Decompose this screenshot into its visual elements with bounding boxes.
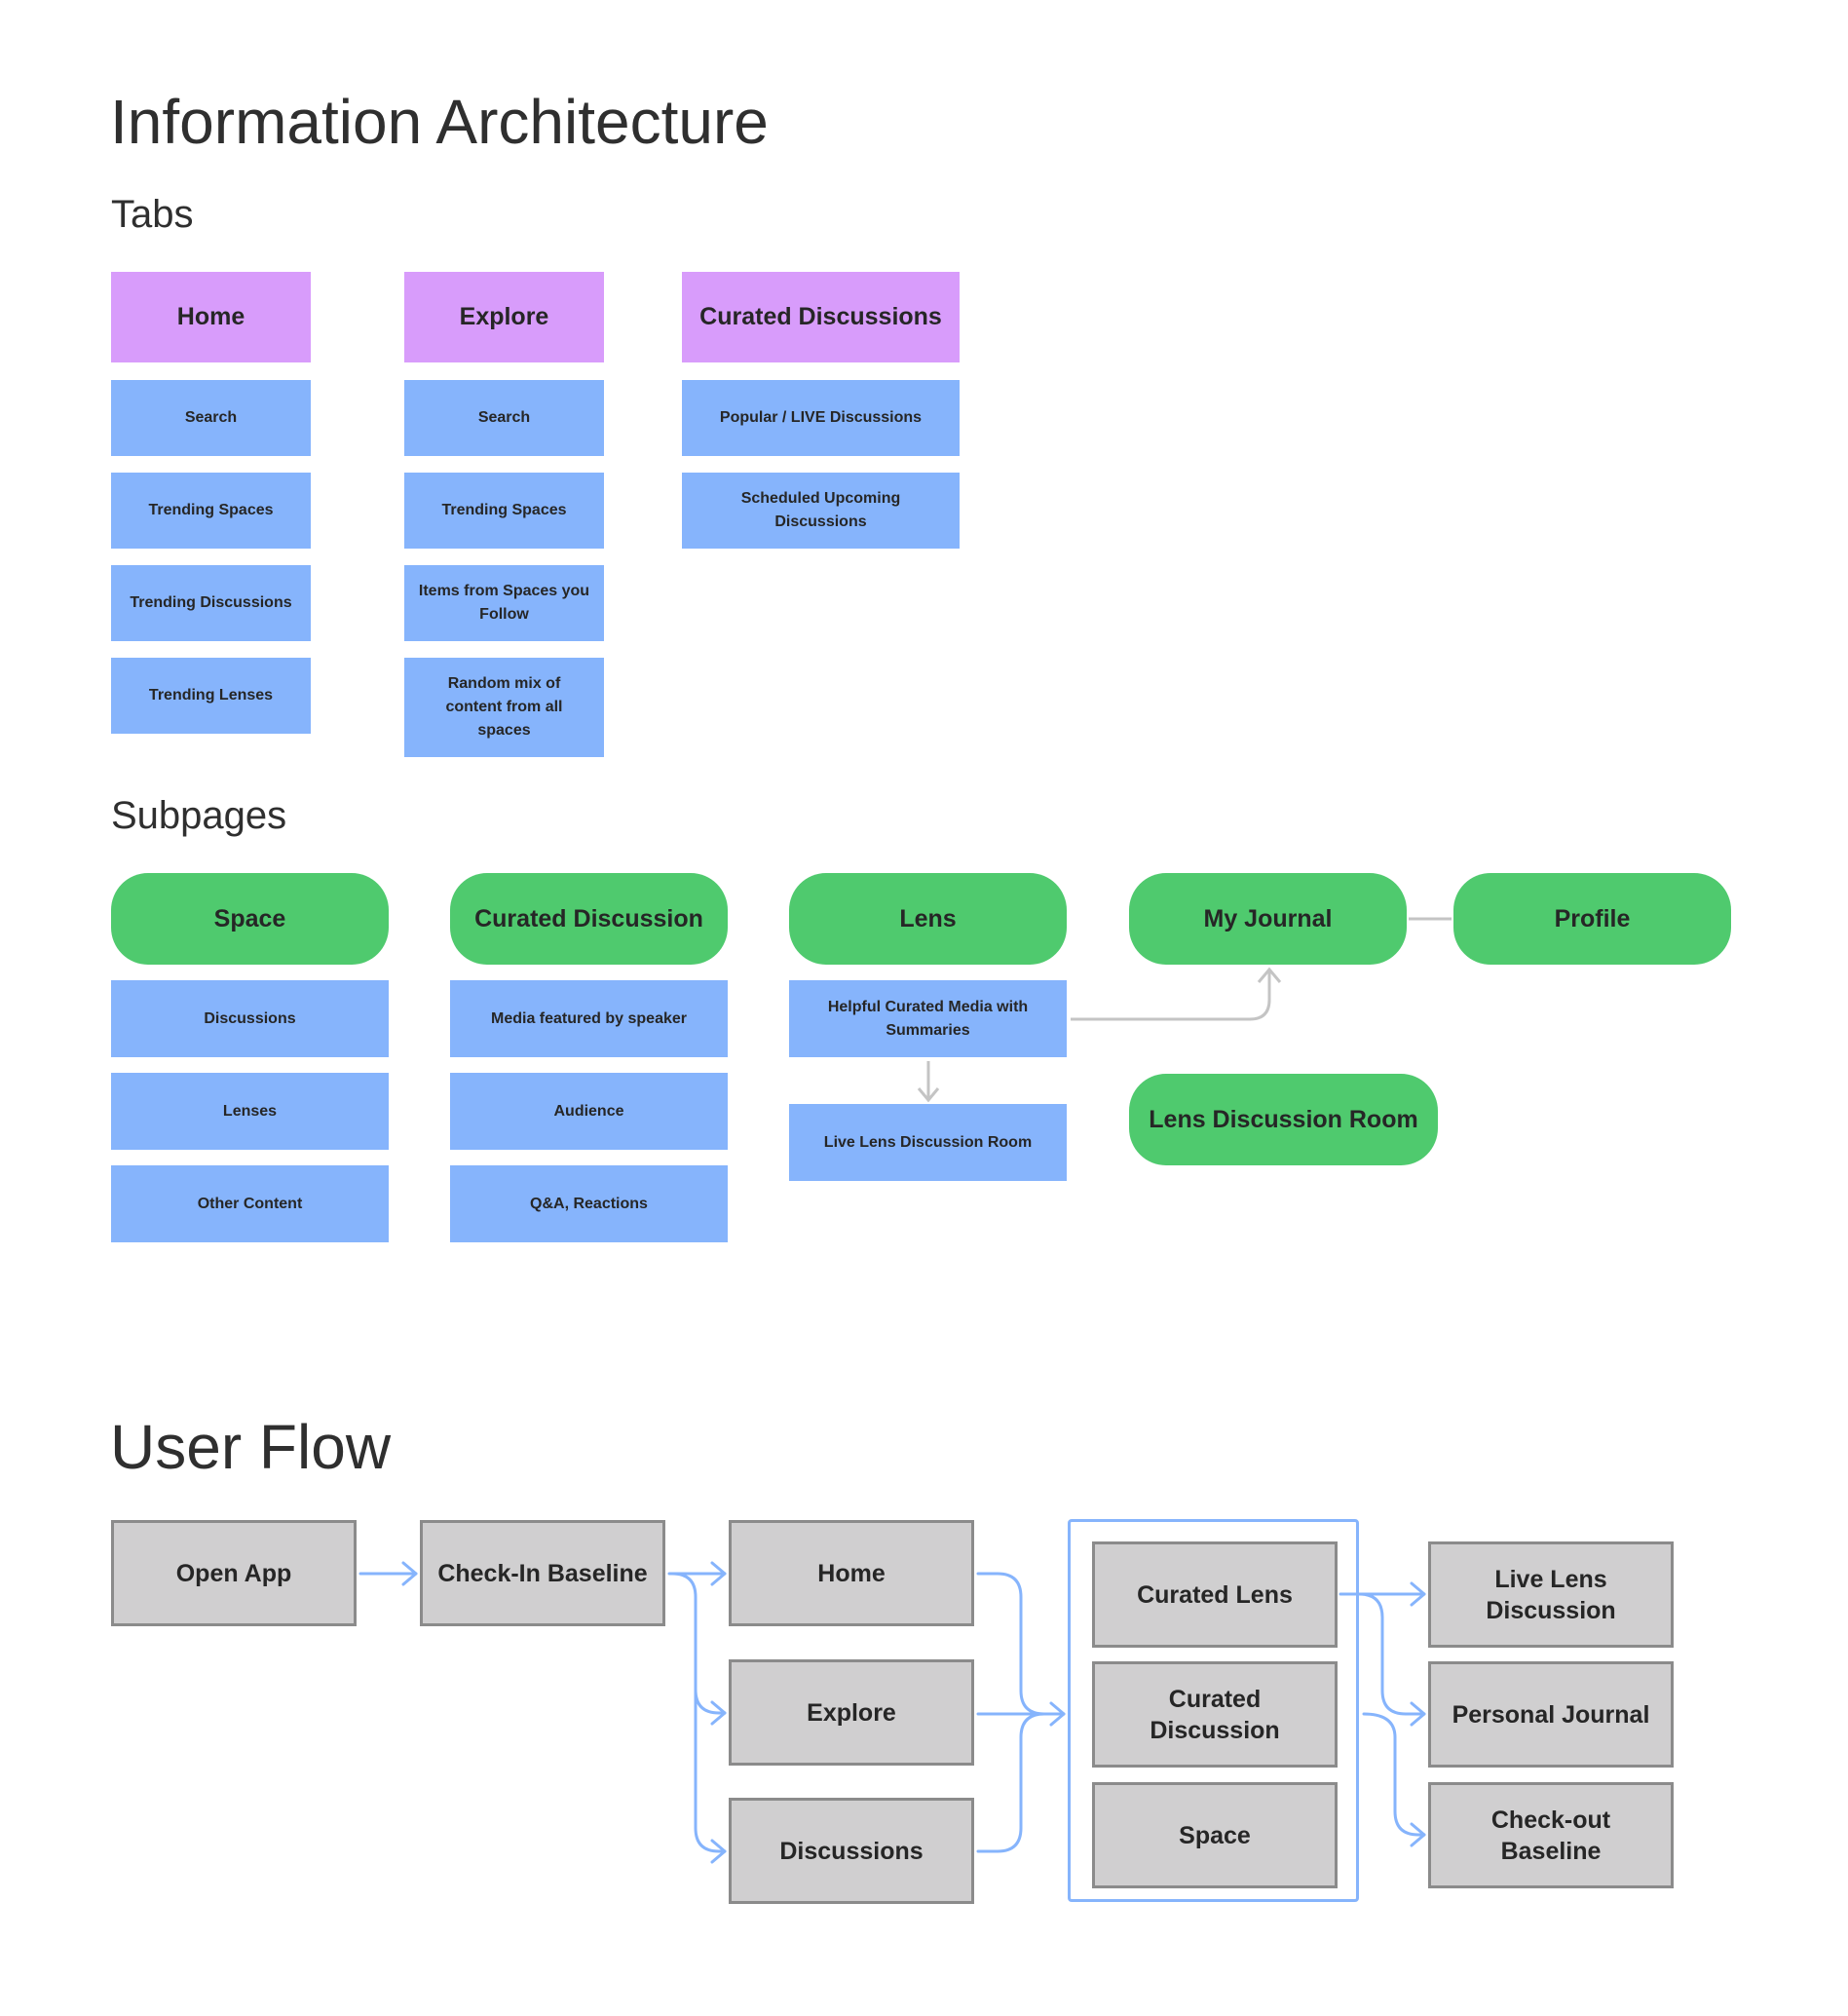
arrow-checkin-to-explore — [670, 1572, 727, 1715]
tabs-heading: Tabs — [111, 193, 194, 236]
arrow-discussions-to-group — [976, 1712, 1046, 1853]
tab-explore: Explore — [404, 272, 604, 362]
curated-discussion-item-qa: Q&A, Reactions — [450, 1165, 728, 1242]
tab-curated-discussions: Curated Discussions — [682, 272, 960, 362]
home-item-trending-spaces: Trending Spaces — [111, 473, 311, 549]
curated-discussion-item-media: Media featured by speaker — [450, 980, 728, 1057]
arrow-home-to-group — [976, 1572, 1066, 1716]
subpage-profile: Profile — [1453, 873, 1731, 965]
subpages-heading: Subpages — [111, 794, 287, 837]
tab-home: Home — [111, 272, 311, 362]
home-item-trending-lenses: Trending Lenses — [111, 658, 311, 734]
lens-item-live-room: Live Lens Discussion Room — [789, 1104, 1067, 1181]
flow-curated-lens: Curated Lens — [1092, 1541, 1338, 1648]
flow-live-lens-discussion: Live Lens Discussion — [1428, 1541, 1674, 1648]
arrow-group-to-check-out — [1362, 1712, 1426, 1837]
flow-explore: Explore — [729, 1659, 974, 1766]
subpage-lens-discussion-room: Lens Discussion Room — [1129, 1074, 1438, 1165]
home-item-search: Search — [111, 380, 311, 456]
flow-curated-discussion: Curated Discussion — [1092, 1661, 1338, 1768]
flow-space: Space — [1092, 1782, 1338, 1888]
user-flow-title: User Flow — [110, 1412, 392, 1482]
flow-open-app: Open App — [111, 1520, 357, 1626]
explore-item-search: Search — [404, 380, 604, 456]
explore-item-random-mix: Random mix of content from all spaces — [404, 658, 604, 757]
subpage-lens: Lens — [789, 873, 1067, 965]
flow-discussions: Discussions — [729, 1798, 974, 1904]
curated-item-popular-live: Popular / LIVE Discussions — [682, 380, 960, 456]
media-to-live-room-arrowhead — [917, 1087, 940, 1103]
media-to-journal-arrowhead — [1257, 967, 1282, 983]
space-item-lenses: Lenses — [111, 1073, 389, 1150]
content-group-outline — [1068, 1519, 1359, 1902]
subpage-curated-discussion: Curated Discussion — [450, 873, 728, 965]
subpage-my-journal: My Journal — [1129, 873, 1407, 965]
home-item-trending-discussions: Trending Discussions — [111, 565, 311, 641]
arrow-checkin-to-discussions — [694, 1688, 727, 1853]
curated-item-scheduled: Scheduled Upcoming Discussions — [682, 473, 960, 549]
flow-check-in-baseline: Check-In Baseline — [420, 1520, 665, 1626]
flow-check-out-baseline: Check-out Baseline — [1428, 1782, 1674, 1888]
subpage-space: Space — [111, 873, 389, 965]
explore-item-trending-spaces: Trending Spaces — [404, 473, 604, 549]
media-to-journal-connector — [1071, 970, 1271, 1021]
flow-personal-journal: Personal Journal — [1428, 1661, 1674, 1768]
explore-item-followed-spaces: Items from Spaces you Follow — [404, 565, 604, 641]
flow-home: Home — [729, 1520, 974, 1626]
space-item-other-content: Other Content — [111, 1165, 389, 1242]
ia-title: Information Architecture — [110, 87, 769, 157]
lens-item-curated-media: Helpful Curated Media with Summaries — [789, 980, 1067, 1057]
space-item-discussions: Discussions — [111, 980, 389, 1057]
arrow-group-to-journal — [1357, 1592, 1426, 1716]
curated-discussion-item-audience: Audience — [450, 1073, 728, 1150]
